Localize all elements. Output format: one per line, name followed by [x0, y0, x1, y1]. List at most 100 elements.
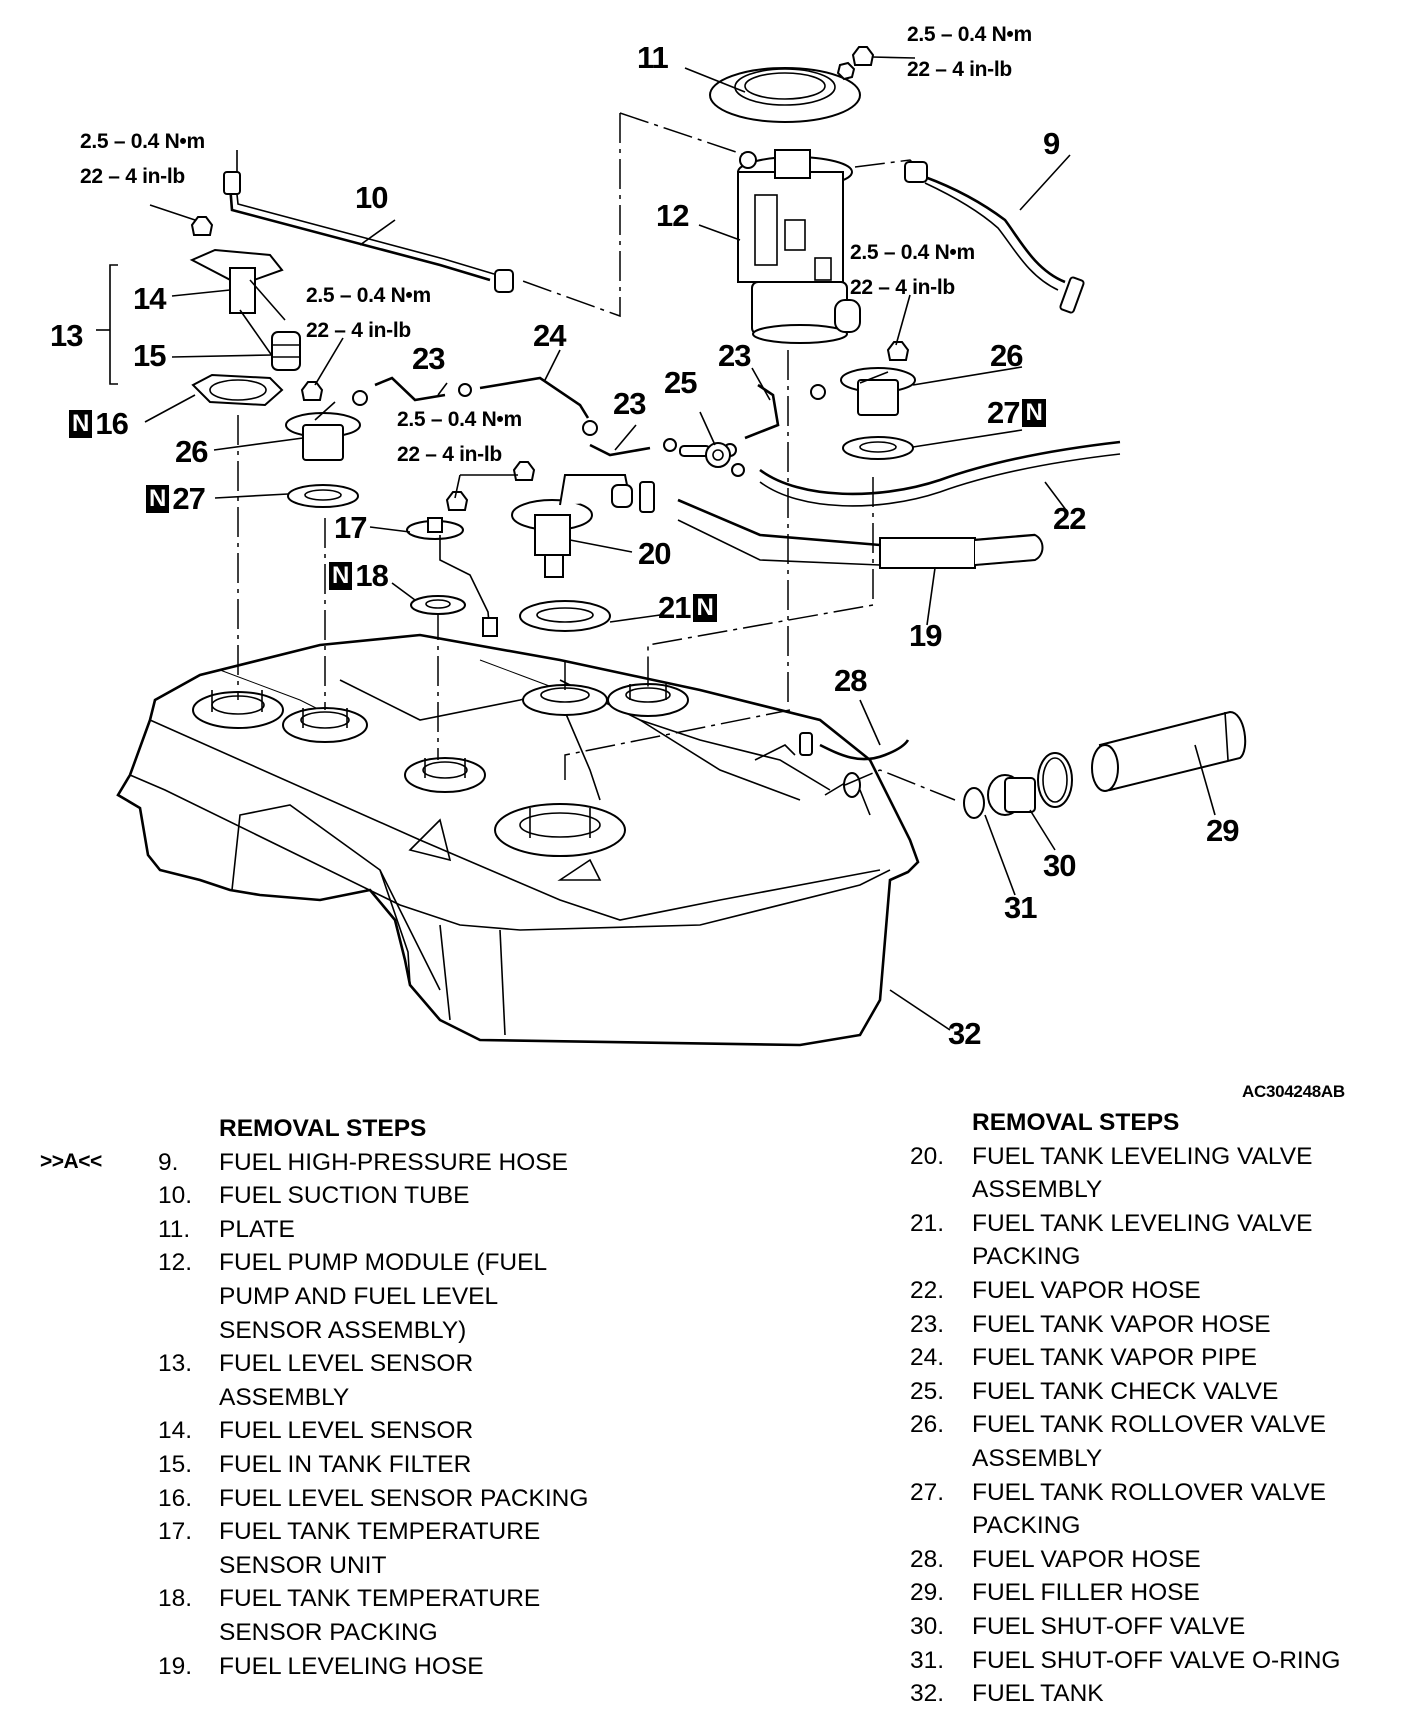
- rollover-valve-26-right-drawing: [840, 367, 916, 460]
- removal-step-item: 16. FUEL LEVEL SENSOR PACKING: [158, 1482, 678, 1516]
- torque-spec-fuel-level-sensor: 2.5 – 0.4 N•m 22 – 4 in-lb: [80, 130, 205, 188]
- callout-23-right: 23: [718, 338, 751, 373]
- step-text: PACKING: [972, 1512, 1081, 1540]
- removal-step-item: 12. FUEL PUMP MODULE (FUEL PUMP AND FUEL L…: [158, 1246, 678, 1347]
- removal-step-item: 28. FUEL VAPOR HOSE: [910, 1543, 1408, 1577]
- removal-step-item: 10. FUEL SUCTION TUBE: [158, 1179, 678, 1213]
- removal-step-item: 19. FUEL LEVELING HOSE: [158, 1650, 678, 1684]
- removal-steps-heading: REMOVAL STEPS: [219, 1115, 427, 1142]
- step-number: 26.: [910, 1411, 945, 1439]
- callout-11: 11: [637, 40, 669, 75]
- torque-spec-temperature-sensor: 2.5 – 0.4 N•m 22 – 4 in-lb: [397, 408, 522, 466]
- step-number: 28.: [910, 1545, 945, 1573]
- step-number: 32.: [910, 1680, 945, 1708]
- step-text: FUEL VAPOR HOSE: [972, 1545, 1201, 1573]
- new-part-badge: N: [1022, 399, 1046, 427]
- step-text: FUEL IN TANK FILTER: [219, 1450, 472, 1478]
- removal-step-item: 14.FUEL LEVEL SENSOR: [158, 1414, 678, 1448]
- step-text: FUEL LEVEL SENSOR: [219, 1350, 474, 1378]
- step-number: 30.: [910, 1612, 945, 1640]
- removal-step-item: 22. FUEL VAPOR HOSE: [910, 1274, 1408, 1308]
- leader-lines: [96, 56, 1216, 1031]
- removal-steps-right: REMOVAL STEPS 20.FUEL TANK LEVELING VALV…: [910, 1106, 1408, 1711]
- fuel-level-sensor-assembly-drawing: [189, 248, 301, 407]
- step-text: FUEL TANK LEVELING VALVE: [972, 1209, 1313, 1237]
- step-number: 16.: [158, 1484, 193, 1512]
- step-text: FUEL TANK VAPOR HOSE: [972, 1310, 1271, 1338]
- service-point-marker: >>A<<: [40, 1150, 102, 1173]
- temperature-sensor-17-drawing: [406, 517, 498, 637]
- step-number: 27.: [910, 1478, 945, 1506]
- step-number: 11.: [158, 1215, 191, 1243]
- plate-11-drawing: [709, 61, 861, 123]
- step-text: FUEL TANK TEMPERATURE: [219, 1518, 541, 1546]
- step-number: 15.: [158, 1450, 193, 1478]
- removal-step-item: 23. FUEL TANK VAPOR HOSE: [910, 1308, 1408, 1342]
- step-text: FUEL TANK ROLLOVER VALVE: [972, 1478, 1327, 1506]
- step-number: 12.: [158, 1249, 193, 1277]
- callout-32: 32: [948, 1016, 981, 1051]
- high-pressure-hose-9-drawing: [904, 161, 1085, 314]
- leveling-valve-20-drawing: [511, 474, 655, 632]
- step-number: 10.: [158, 1182, 193, 1210]
- step-text: FUEL SHUT-OFF VALVE O-RING: [972, 1646, 1341, 1674]
- step-number: 17.: [158, 1518, 193, 1546]
- step-text: FUEL SHUT-OFF VALVE: [972, 1612, 1246, 1640]
- diagram-drawing: [96, 46, 1247, 1047]
- step-text: FUEL LEVELING HOSE: [219, 1652, 484, 1680]
- step-text: FUEL PUMP MODULE (FUEL: [219, 1249, 548, 1277]
- step-text: SENSOR UNIT: [219, 1551, 387, 1579]
- removal-step-item: 27. FUEL TANK ROLLOVER VALVE PACKING: [910, 1476, 1408, 1543]
- removal-step-item: 21. FUEL TANK LEVELING VALVE PACKING: [910, 1207, 1408, 1274]
- removal-step-item: 31. FUEL SHUT-OFF VALVE O-RING: [910, 1644, 1408, 1678]
- step-text: FUEL TANK VAPOR PIPE: [972, 1344, 1258, 1372]
- step-text: SENSOR PACKING: [219, 1618, 438, 1646]
- step-number: 21.: [910, 1209, 945, 1237]
- step-text: FUEL SUCTION TUBE: [219, 1182, 470, 1210]
- nuts: [190, 46, 910, 511]
- callout-25: 25: [664, 365, 697, 400]
- step-text: ASSEMBLY: [972, 1176, 1103, 1204]
- step-number: 22.: [910, 1276, 945, 1304]
- callout-28: 28: [834, 663, 867, 698]
- new-part-badge: N: [329, 562, 353, 590]
- callout-24: 24: [533, 318, 566, 353]
- new-part-badge: N: [693, 594, 717, 622]
- step-number: 29.: [910, 1579, 945, 1607]
- suction-tube-10-drawing: [223, 171, 514, 293]
- fuel-vapor-hose-22-drawing: [759, 440, 1121, 507]
- step-text: FUEL LEVEL SENSOR PACKING: [219, 1484, 589, 1512]
- callout-20: 20: [638, 536, 671, 571]
- removal-step-item: 17. FUEL TANK TEMPERATURE SENSOR UNIT: [158, 1515, 678, 1582]
- new-part-badge: N: [69, 410, 93, 438]
- step-number: 14.: [158, 1417, 193, 1445]
- step-number: 31.: [910, 1646, 945, 1674]
- callout-17: 17: [334, 510, 367, 545]
- step-number: 9.: [158, 1148, 179, 1176]
- step-text: FUEL TANK: [972, 1680, 1104, 1708]
- step-text: ASSEMBLY: [972, 1444, 1103, 1472]
- callout-12: 12: [656, 198, 689, 233]
- step-text: PACKING: [972, 1243, 1081, 1271]
- removal-step-item: 9.FUEL HIGH-PRESSURE HOSE: [158, 1146, 678, 1180]
- callout-13: 13: [50, 318, 83, 353]
- step-number: 20.: [910, 1142, 945, 1170]
- callout-14: 14: [133, 281, 166, 316]
- step-number: 23.: [910, 1310, 945, 1338]
- step-text: PUMP AND FUEL LEVEL: [219, 1282, 499, 1310]
- step-number: 13.: [158, 1350, 193, 1378]
- step-number: 24.: [910, 1344, 945, 1372]
- step-text: FUEL TANK CHECK VALVE: [972, 1377, 1279, 1405]
- step-text: FUEL VAPOR HOSE: [972, 1276, 1201, 1304]
- step-number: 19.: [158, 1652, 193, 1680]
